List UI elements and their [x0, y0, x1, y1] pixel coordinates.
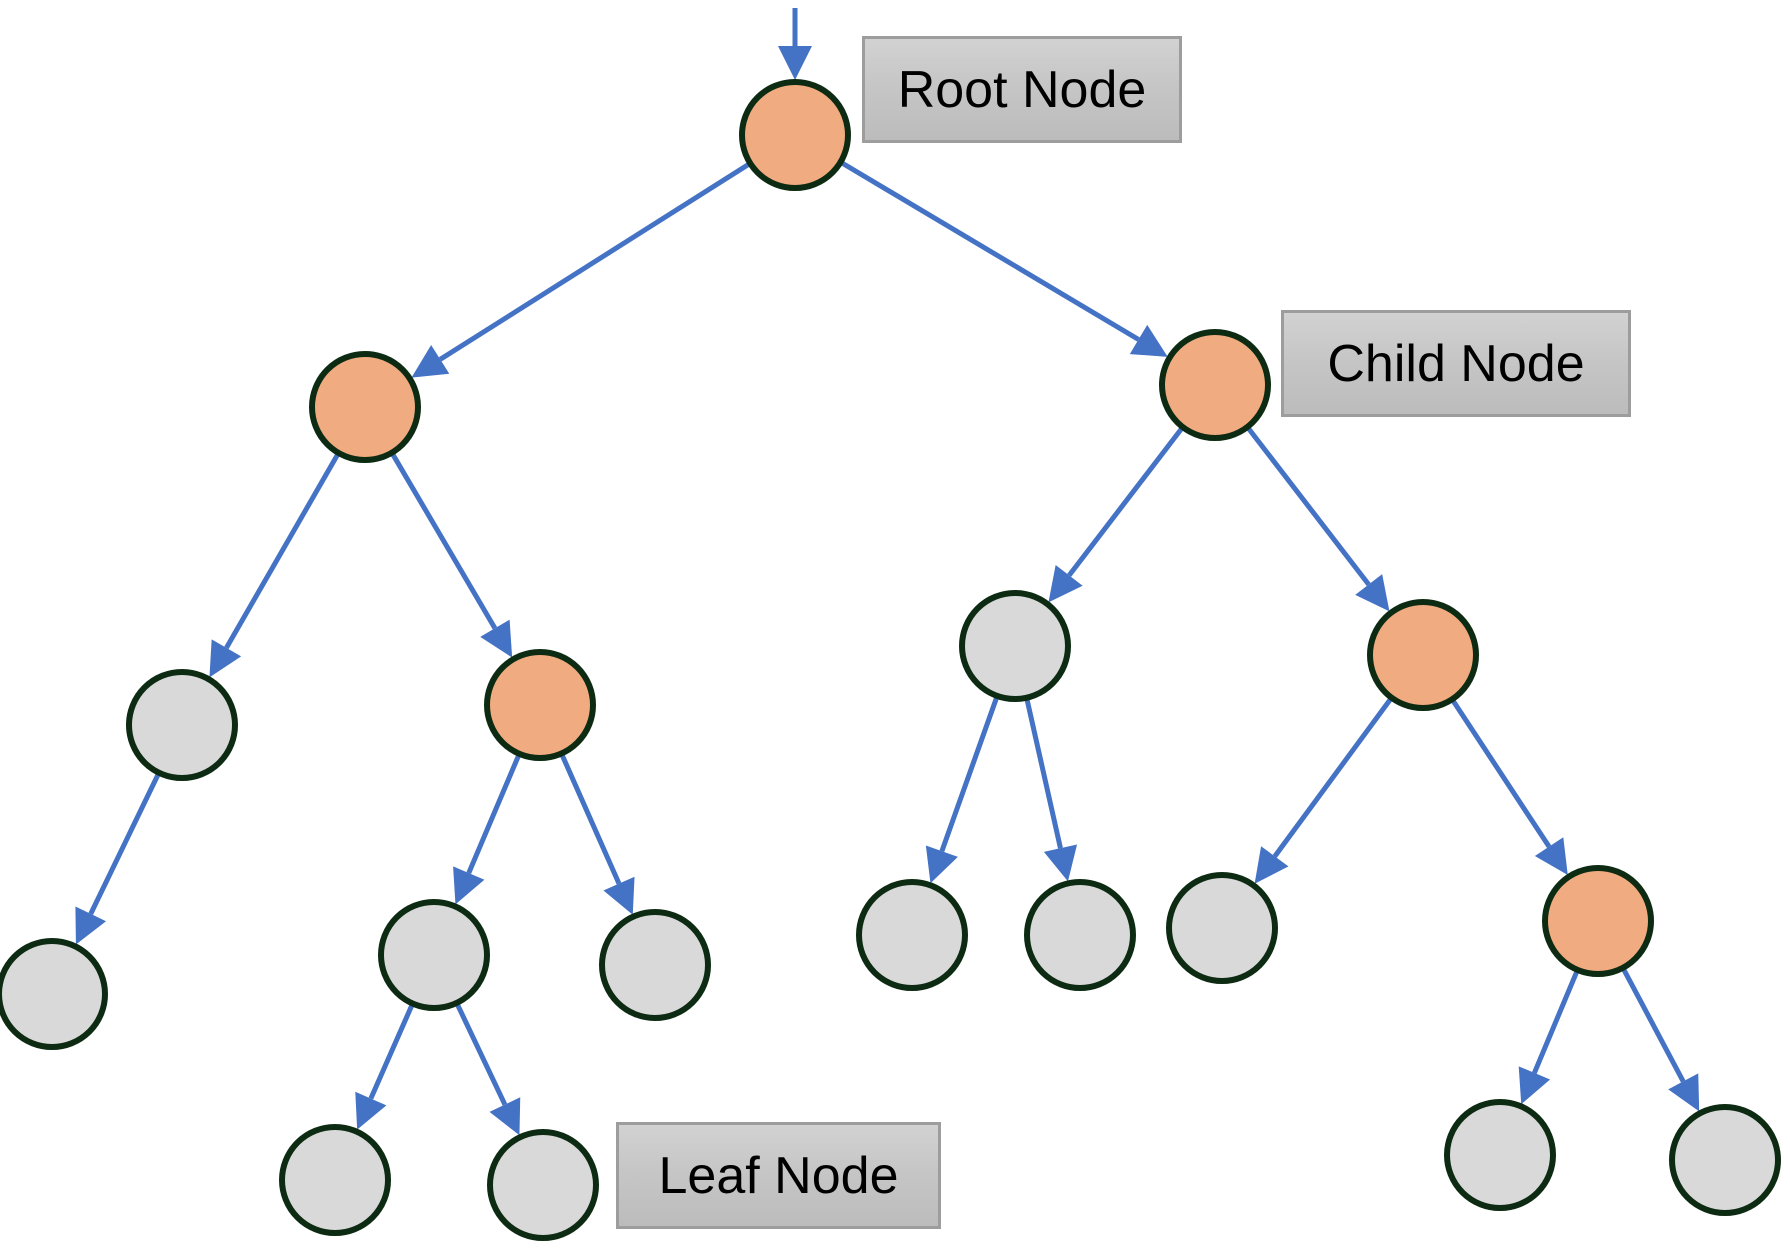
node-circle[interactable] — [1166, 872, 1278, 984]
node-circle[interactable] — [1444, 1099, 1556, 1211]
node-circle[interactable] — [1024, 879, 1136, 991]
edge-n8-to-n14 — [355, 1003, 415, 1130]
node-circle[interactable] — [1542, 865, 1654, 977]
nodes-layer — [0, 79, 1781, 1241]
tree-node-n11[interactable] — [1024, 879, 1136, 991]
tree-node-n13[interactable] — [1542, 865, 1654, 977]
edge-n4-to-n8 — [453, 753, 522, 905]
edge-n6-to-n13 — [1450, 698, 1568, 876]
tree-node-n3[interactable] — [126, 669, 238, 781]
edge-n13-to-n17 — [1621, 967, 1700, 1112]
edge-n5-to-n10 — [925, 696, 1000, 884]
entry-arrow — [778, 8, 812, 80]
callout-leaf-node-label: Leaf Node — [658, 1146, 899, 1205]
callout-root-node-label: Root Node — [897, 60, 1147, 119]
node-circle[interactable] — [126, 669, 238, 781]
edge-n13-to-n16 — [1518, 969, 1580, 1105]
node-circle[interactable] — [1669, 1104, 1781, 1216]
node-circle[interactable] — [599, 909, 711, 1021]
callout-leaf-node: Leaf Node — [616, 1122, 941, 1229]
callout-root-node: Root Node — [862, 36, 1182, 143]
edge-n1-to-n3 — [209, 452, 341, 678]
node-circle[interactable] — [309, 351, 421, 463]
node-circle[interactable] — [959, 590, 1071, 702]
edge-root-to-right — [840, 160, 1168, 357]
node-circle[interactable] — [487, 1129, 599, 1241]
edge-n3-to-n7 — [75, 772, 161, 945]
tree-node-n8[interactable] — [378, 899, 490, 1011]
tree-node-n15[interactable] — [487, 1129, 599, 1241]
tree-node-n9[interactable] — [599, 909, 711, 1021]
tree-node-n2[interactable] — [1159, 329, 1271, 441]
tree-node-n12[interactable] — [1166, 872, 1278, 984]
tree-node-n14[interactable] — [279, 1124, 391, 1236]
edge-n2-to-n5 — [1048, 426, 1185, 603]
node-circle[interactable] — [378, 899, 490, 1011]
node-circle[interactable] — [484, 649, 596, 761]
node-circle[interactable] — [0, 938, 108, 1050]
edge-n5-to-n11 — [1024, 698, 1078, 882]
tree-node-n17[interactable] — [1669, 1104, 1781, 1216]
edge-n6-to-n12 — [1254, 697, 1393, 884]
callout-child-node: Child Node — [1281, 310, 1631, 417]
edge-n8-to-n15 — [454, 1002, 521, 1136]
edge-n1-to-n4 — [390, 452, 513, 658]
tree-node-n5[interactable] — [959, 590, 1071, 702]
node-circle[interactable] — [739, 79, 851, 191]
tree-node-n7[interactable] — [0, 938, 108, 1050]
callout-child-node-label: Child Node — [1327, 334, 1585, 393]
node-circle[interactable] — [1159, 329, 1271, 441]
tree-node-n4[interactable] — [484, 649, 596, 761]
tree-node-n1[interactable] — [309, 351, 421, 463]
edge-n2-to-n6 — [1245, 426, 1390, 612]
tree-node-n16[interactable] — [1444, 1099, 1556, 1211]
node-circle[interactable] — [279, 1124, 391, 1236]
edges-layer — [75, 8, 1700, 1136]
node-circle[interactable] — [856, 879, 968, 991]
tree-node-n6[interactable] — [1367, 599, 1479, 711]
tree-node-n0[interactable] — [739, 79, 851, 191]
tree-node-n10[interactable] — [856, 879, 968, 991]
edge-root-to-left — [411, 161, 751, 378]
edge-n4-to-n9 — [559, 753, 635, 915]
node-circle[interactable] — [1367, 599, 1479, 711]
